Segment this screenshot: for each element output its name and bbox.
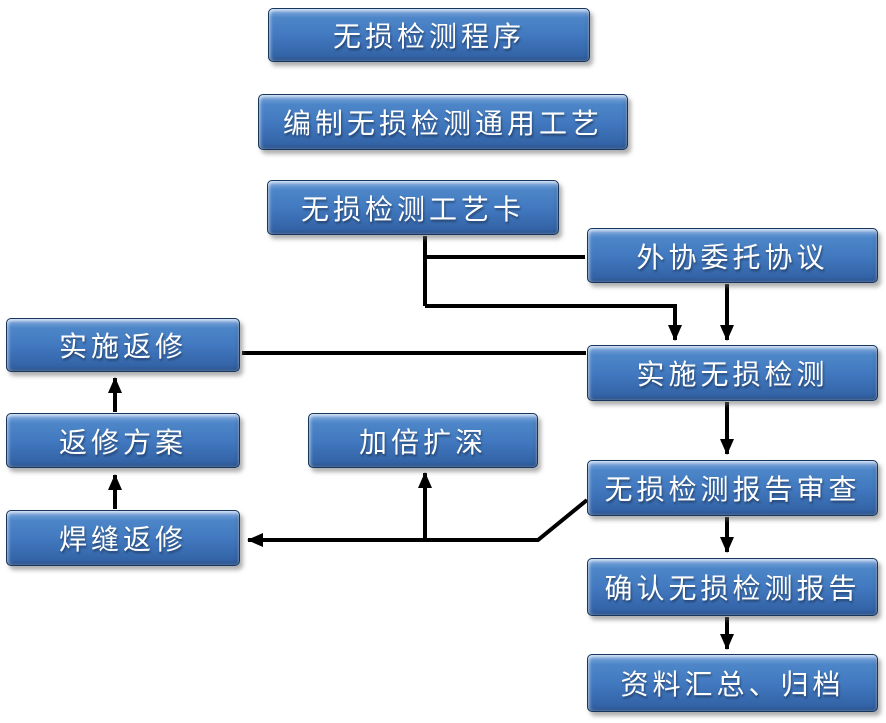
- connector-report-review-to-weld-repair: [247, 498, 589, 547]
- flow-node-label: 确认无损检测报告: [604, 573, 861, 604]
- flow-node-compile-general-spec: 编制无损检测通用工艺: [258, 94, 628, 150]
- flow-node-label: 无损检测报告审查: [604, 474, 861, 505]
- flow-node-ndt-report-review: 无损检测报告审查: [587, 460, 878, 516]
- flow-node-label: 无损检测工艺卡: [300, 193, 525, 225]
- flow-node-process-card: 无损检测工艺卡: [267, 180, 559, 235]
- flow-node-label: 返修方案: [58, 426, 187, 458]
- flow-node-label: 编制无损检测通用工艺: [282, 108, 603, 139]
- flow-node-label: 实施返修: [58, 331, 187, 362]
- flow-node-repair-plan: 返修方案: [6, 413, 240, 468]
- flow-node-label: 无损检测程序: [332, 21, 525, 52]
- flow-node-confirm-ndt-report: 确认无损检测报告: [587, 558, 878, 616]
- flow-node-implement-ndt: 实施无损检测: [587, 345, 878, 401]
- connector-process-card-to-implement-ndt: [425, 304, 682, 341]
- flow-node-label: 资料汇总、归档: [620, 669, 845, 700]
- flow-node-weld-repair: 焊缝返修: [6, 510, 240, 566]
- flow-node-outsourcing-agreement: 外协委托协议: [587, 228, 878, 283]
- flow-node-archive: 资料汇总、归档: [587, 654, 878, 712]
- flow-node-label: 焊缝返修: [58, 524, 187, 555]
- flow-node-implement-repair: 实施返修: [6, 318, 240, 372]
- flow-node-label: 加倍扩深: [358, 426, 487, 458]
- flow-node-label: 实施无损检测: [636, 359, 829, 390]
- flow-node-double-expansion: 加倍扩深: [308, 413, 538, 468]
- flow-node-ndt-procedure: 无损检测程序: [268, 8, 590, 62]
- flow-node-label: 外协委托协议: [636, 241, 829, 273]
